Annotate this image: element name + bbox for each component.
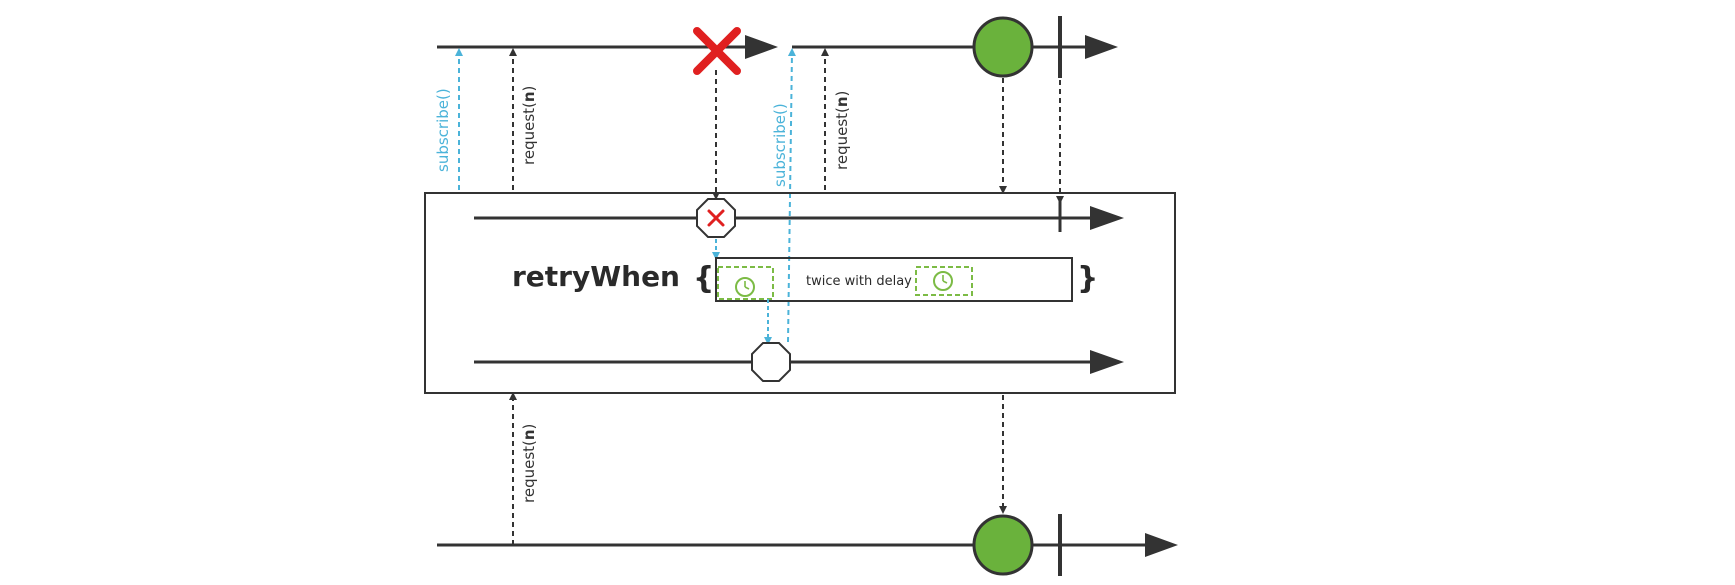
subscribe-label-first: subscribe() bbox=[434, 88, 452, 172]
item-marble bbox=[972, 16, 1034, 78]
delay-box-first bbox=[717, 266, 774, 300]
timeline-arrowhead-icon bbox=[1090, 350, 1124, 374]
subscribe-label-second: subscribe() bbox=[771, 103, 789, 187]
subscribe-arrow-second bbox=[787, 48, 796, 343]
operator-open-brace: { bbox=[693, 261, 714, 296]
output-item-marble bbox=[972, 514, 1034, 576]
source-timeline-first bbox=[437, 27, 778, 75]
output-timeline bbox=[437, 514, 1178, 576]
inner-error-timeline bbox=[474, 198, 1124, 238]
retry-octagon-icon bbox=[751, 342, 791, 382]
timeline-arrowhead-icon bbox=[1145, 533, 1178, 557]
timeline-arrowhead-icon bbox=[1090, 206, 1124, 230]
clock-icon bbox=[933, 271, 953, 291]
error-x-icon bbox=[707, 209, 725, 227]
clock-icon bbox=[735, 277, 755, 297]
request-label-second: request(n) bbox=[833, 91, 851, 170]
function-box bbox=[715, 257, 1073, 302]
source-timeline-second bbox=[792, 16, 1118, 78]
request-label-downstream: request(n) bbox=[520, 424, 538, 503]
function-description: twice with delay bbox=[806, 274, 912, 289]
delay-box-second bbox=[915, 266, 973, 296]
operator-box bbox=[424, 192, 1176, 394]
error-x-icon bbox=[693, 27, 741, 75]
timeline-arrowhead-icon bbox=[1085, 35, 1118, 59]
request-label-first: request(n) bbox=[520, 86, 538, 165]
operator-close-brace: } bbox=[1077, 261, 1098, 296]
timeline-arrowhead-icon bbox=[745, 35, 778, 59]
operator-name: retryWhen bbox=[512, 260, 680, 293]
inner-retry-timeline bbox=[474, 342, 1124, 382]
